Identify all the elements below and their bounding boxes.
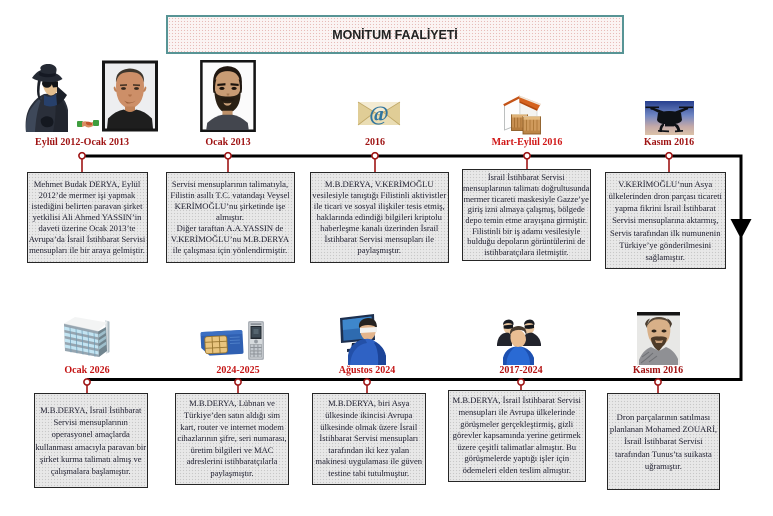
svg-text:@: @ xyxy=(369,102,389,126)
